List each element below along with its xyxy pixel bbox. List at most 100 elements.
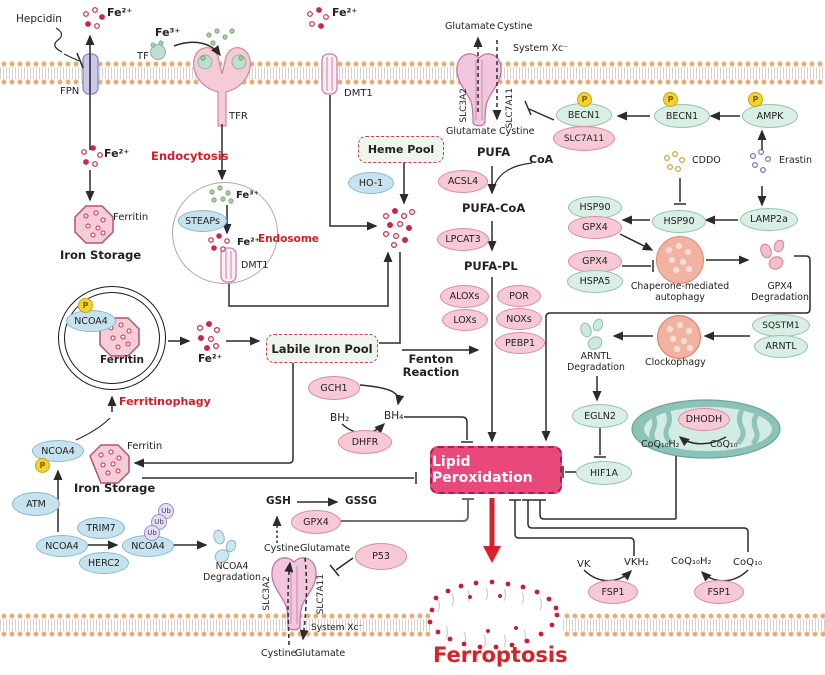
ho1-node: HO-1 xyxy=(348,172,394,194)
gpx4-inhibition-line xyxy=(340,498,474,522)
iron-storage-top-label: Iron Storage xyxy=(60,248,142,262)
ferritinophagy-label: Ferritinophagy xyxy=(119,395,211,408)
slc7a11-oval-node: SLC7A11 xyxy=(553,126,615,151)
fe2-dots-dmt1-top xyxy=(307,7,329,29)
dmt1-top-label: DMT1 xyxy=(344,88,373,99)
fsp1-left-node: FSP1 xyxy=(588,580,638,604)
tfr-label: TFR xyxy=(229,111,248,122)
lpcat3-node: LPCAT3 xyxy=(437,228,489,251)
coq10h2-mito-label: CoQ₁₀H₂ xyxy=(641,439,680,450)
bh4-label: BH₄ xyxy=(384,410,404,422)
ferritin-bottom-label: Ferritin xyxy=(127,441,163,452)
hif1a-node: HIF1A xyxy=(576,461,632,485)
phospho-badge-ncoa4-free: P xyxy=(35,458,50,473)
bh2-label: BH₂ xyxy=(330,412,350,424)
cystine-out-bottom-label: Cystine xyxy=(261,648,297,659)
gch1-node: GCH1 xyxy=(308,376,360,400)
endosome-label: Endosome xyxy=(258,233,319,245)
p53-node: P53 xyxy=(355,543,407,570)
fe2-cytosol-label: Fe²⁺ xyxy=(104,147,130,160)
vkh2-label: VKH₂ xyxy=(624,557,649,568)
plasma-membrane-bottom-right xyxy=(563,612,825,638)
clockophagy-label: Clockophagy xyxy=(645,357,706,368)
cddo-dots xyxy=(663,151,685,173)
pufa-label: PUFA xyxy=(477,145,511,159)
labile-iron-pool-box: Labile Iron Pool xyxy=(266,334,378,363)
cma-vesicle xyxy=(656,236,704,284)
slc3a2-top-label: SLC3A2 xyxy=(459,88,469,123)
dhodh-node: DHODH xyxy=(678,408,730,431)
dhfr-node: DHFR xyxy=(338,430,392,454)
becn1-right-node: BECN1 xyxy=(654,104,710,128)
ncoa4-degradation-fragments xyxy=(213,529,237,563)
loxs-node: LOXs xyxy=(442,309,488,331)
sqstm1-node: SQSTM1 xyxy=(752,314,810,337)
egln2-node: EGLN2 xyxy=(572,404,628,428)
gpx4-complex-node: GPX4 xyxy=(568,216,622,239)
slc7a11-bottom-label: SLC7A11 xyxy=(316,574,326,615)
acsl4-node: ACSL4 xyxy=(438,170,488,193)
pufa-pl-label: PUFA-PL xyxy=(464,259,518,273)
arntl-node: ARNTL xyxy=(754,335,808,358)
ncoa4-autophagosome-node: NCOA4 xyxy=(66,310,116,332)
ferroptosis-label: Ferroptosis xyxy=(433,643,568,667)
gsh-label: GSH xyxy=(266,495,291,507)
glutamate-in-top-label: Glutamate xyxy=(446,126,497,137)
ruptured-membrane xyxy=(427,579,560,650)
dmt1-channel-top xyxy=(321,53,338,95)
cystine-in-bottom-label: Cystine xyxy=(264,543,300,554)
steaps-node: STEAPs xyxy=(178,210,227,232)
herc2-node: HERC2 xyxy=(79,552,129,574)
gpx4-main-node: GPX4 xyxy=(291,510,341,534)
cystine-in-top-label: Cystine xyxy=(499,126,535,137)
clockophagy-vesicle xyxy=(657,315,701,359)
phospho-badge-ncoa4: P xyxy=(78,298,93,313)
fe3-dots-tfr xyxy=(200,28,244,61)
plasma-membrane-top xyxy=(0,60,825,86)
phospho-badge-ampk: P xyxy=(748,92,763,107)
dmt1-endosome-label: DMT1 xyxy=(241,260,269,271)
ferritin-autophagosome-label: Ferritin xyxy=(100,354,144,366)
ampk-node: AMPK xyxy=(742,104,798,128)
trim7-node: TRIM7 xyxy=(77,517,125,539)
fe2-dots-released xyxy=(197,321,221,352)
ub-badge-3: Ub xyxy=(144,525,160,541)
pebp1-node: PEBP1 xyxy=(495,332,545,354)
coq10-bottom-label: CoQ₁₀ xyxy=(733,557,762,568)
arntl-degradation-fragments xyxy=(580,318,604,350)
system-xc-top-label: System Xc⁻ xyxy=(513,43,569,54)
coq10h2-bottom-label: CoQ₁₀H₂ xyxy=(671,556,712,567)
hepcidin-label: Hepcidin xyxy=(16,13,62,25)
endocytosis-label: Endocytosis xyxy=(151,149,229,163)
cddo-label: CDDO xyxy=(692,155,721,166)
vk-label: VK xyxy=(577,559,591,570)
atm-node: ATM xyxy=(12,492,60,516)
erastin-label: Erastin xyxy=(779,155,813,166)
fe2-exported-label: Fe²⁺ xyxy=(107,6,133,19)
autophagosome-outer xyxy=(58,286,166,390)
plasma-membrane-bottom-left xyxy=(0,612,430,638)
gssg-label: GSSG xyxy=(345,495,377,507)
coq10-mito-label: CoQ₁₀ xyxy=(710,439,738,450)
ferritin-top-label: Ferritin xyxy=(113,212,149,223)
endosome-vesicle xyxy=(172,182,278,284)
fe3-tf-label: Fe³⁺ xyxy=(155,26,181,39)
cystine-out-top-label: Cystine xyxy=(497,21,533,32)
fsp1-right-node: FSP1 xyxy=(694,580,744,604)
hsp90-mid-node: HSP90 xyxy=(652,210,706,233)
fpn-label: FPN xyxy=(60,86,80,97)
fe2-dots-cytosol-left xyxy=(81,145,103,167)
fe2-released-label: Fe²⁺ xyxy=(198,353,223,365)
lipid-peroxidation-box: Lipid Peroxidation xyxy=(430,446,562,494)
phospho-badge-becn1-complex: P xyxy=(577,92,592,107)
pufa-coa-label: PUFA-CoA xyxy=(462,201,526,215)
tf-label: TF xyxy=(137,51,149,62)
noxs-node: NOXs xyxy=(496,308,542,330)
fe2-endosome-label: Fe²⁺ xyxy=(237,237,260,248)
ncoa4-p-node: NCOA4 xyxy=(32,440,84,462)
phospho-badge-becn1-right: P xyxy=(663,92,678,107)
